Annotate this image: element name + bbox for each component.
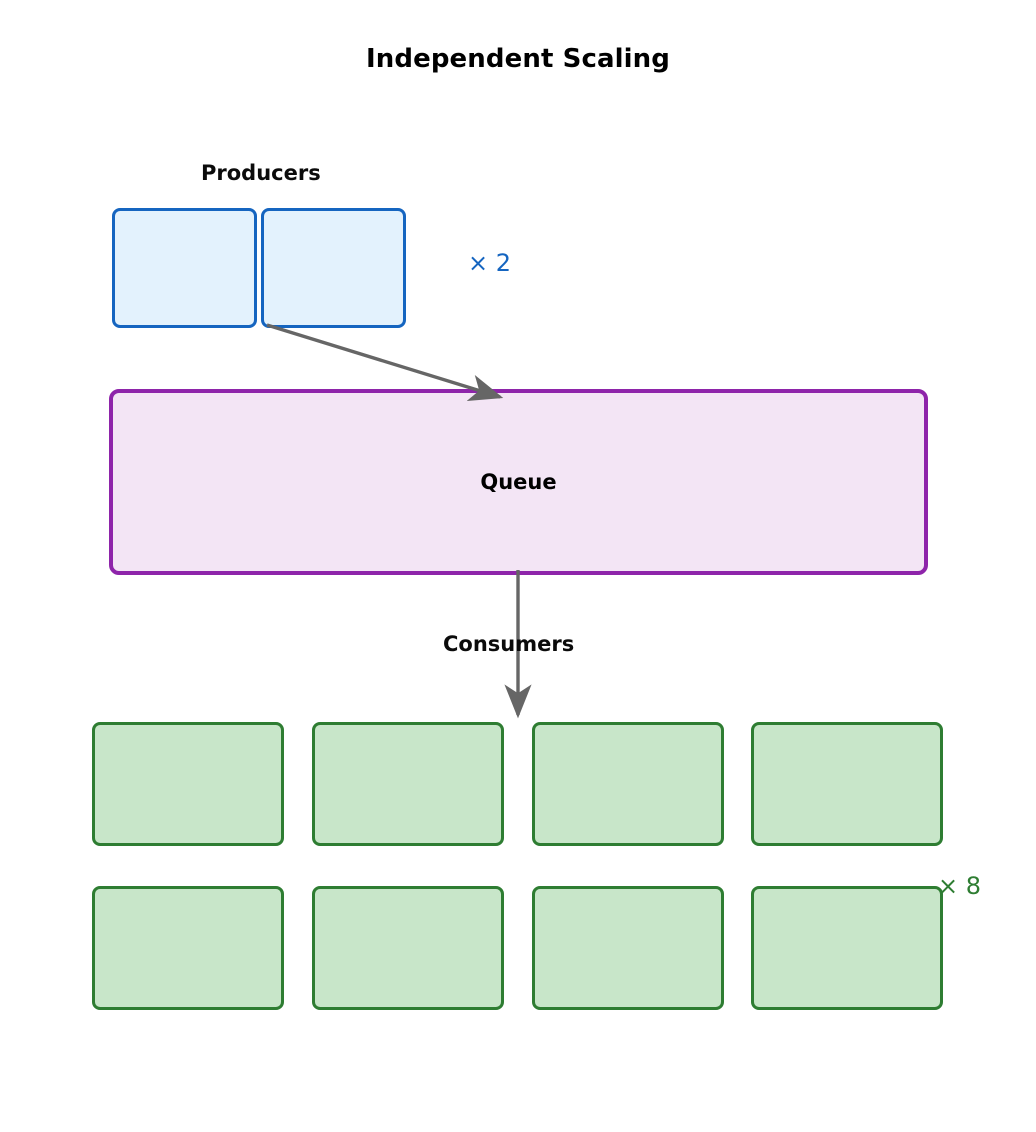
consumer-node-5[interactable] xyxy=(92,886,284,1010)
producer-node-2[interactable] xyxy=(261,208,406,328)
consumer-node-6[interactable] xyxy=(312,886,504,1010)
consumer-node-4[interactable] xyxy=(751,722,943,846)
producers-multiplier-label: × 2 xyxy=(468,249,512,277)
queue-label: Queue xyxy=(480,470,557,494)
queue-node[interactable]: Queue xyxy=(109,389,928,575)
producers-group-label: Producers xyxy=(201,161,321,185)
producer-node-1[interactable] xyxy=(112,208,257,328)
consumer-node-1[interactable] xyxy=(92,722,284,846)
consumer-node-8[interactable] xyxy=(751,886,943,1010)
consumer-node-3[interactable] xyxy=(532,722,724,846)
consumer-node-7[interactable] xyxy=(532,886,724,1010)
page-title: Independent Scaling xyxy=(366,44,670,74)
consumers-group-label: Consumers xyxy=(443,632,575,656)
consumer-node-2[interactable] xyxy=(312,722,504,846)
consumers-multiplier-label: × 8 xyxy=(938,872,982,900)
arrow-producers-to-queue xyxy=(266,323,504,401)
